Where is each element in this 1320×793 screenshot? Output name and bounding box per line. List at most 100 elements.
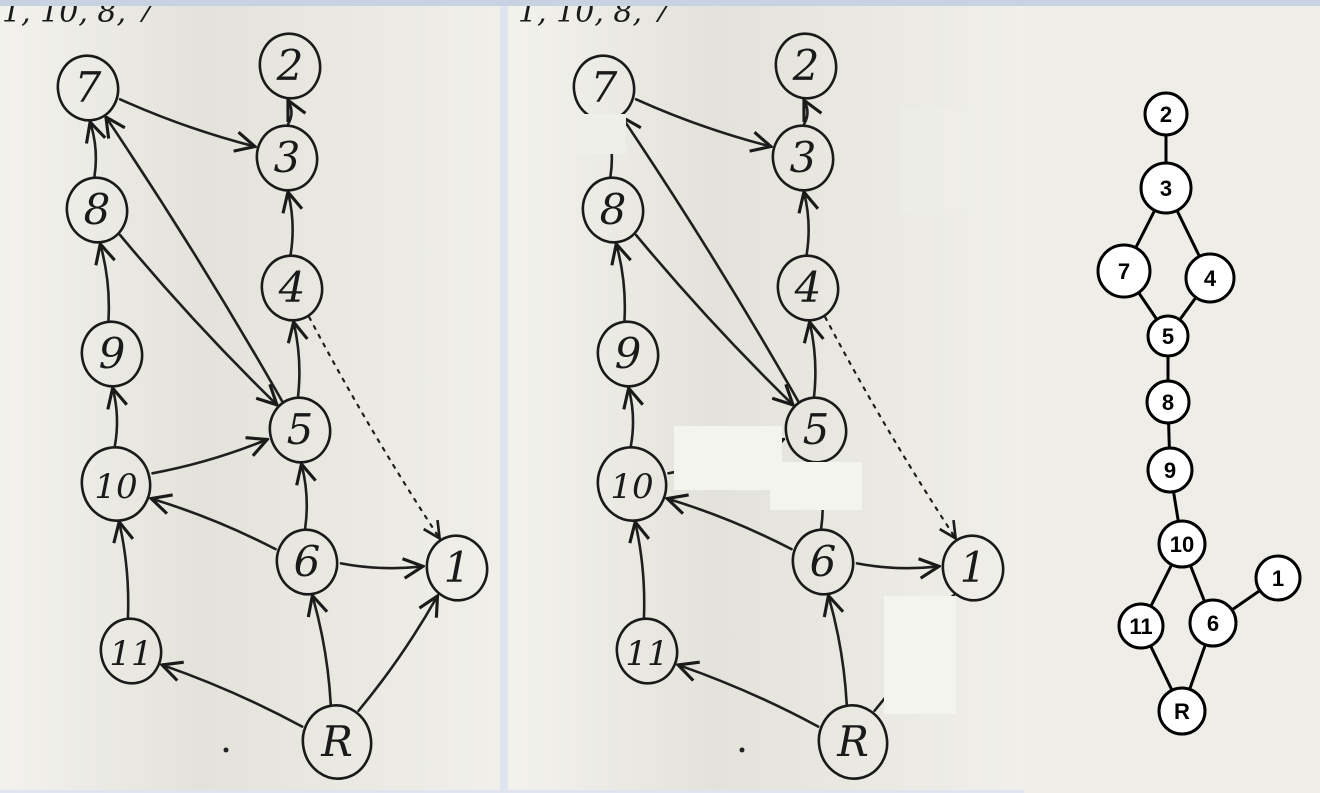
node-circle: [275, 528, 339, 596]
tree-node-label-1: 1: [1272, 566, 1284, 591]
node-label-3: 3: [790, 133, 817, 182]
occlusion-patch: [900, 108, 972, 214]
edge-6-to-1: [855, 563, 937, 568]
tree-node-circle: [1146, 314, 1190, 358]
tree-node-circle: [1157, 686, 1207, 736]
node-circle: [268, 396, 332, 464]
node-label-r: R: [836, 717, 869, 766]
node-label-4: 4: [794, 263, 822, 312]
graph-node-7: 7: [572, 54, 636, 122]
edge-10-to-5: [151, 440, 265, 475]
tree-node-label-9: 9: [1164, 458, 1176, 483]
node-circle: [596, 446, 668, 522]
node-label-3: 3: [274, 133, 301, 182]
node-label-6: 6: [810, 537, 837, 586]
node-label-7: 7: [75, 63, 102, 112]
edge-r-to-11: [164, 666, 304, 728]
graph-node-3: 3: [771, 124, 835, 192]
tree-node-label-2: 2: [1160, 102, 1172, 127]
node-label-10: 10: [94, 467, 137, 507]
edge-4-to-3: [288, 194, 292, 256]
edge-11-to-10: [120, 524, 129, 619]
node-circle: [258, 32, 322, 100]
node-circle: [581, 176, 645, 244]
edge-7-to-3: [118, 97, 253, 146]
graph-node-7: 7: [56, 54, 120, 122]
edge-5-to-7: [623, 119, 800, 403]
node-circle: [771, 124, 835, 192]
graph-node-6: 6: [791, 528, 855, 596]
node-circle: [80, 446, 152, 522]
node-circle: [99, 617, 163, 685]
graph-node-4: 4: [776, 254, 840, 322]
graph-node-1: 1: [941, 534, 1005, 602]
node-label-11: 11: [625, 634, 668, 674]
edge-8-to-5: [118, 233, 276, 404]
edge-8-to-7: [91, 124, 96, 178]
pencil-dot: [223, 747, 229, 753]
node-label-r: R: [320, 717, 353, 766]
edge-3-to-2: [288, 102, 291, 126]
tree-node-label-3: 3: [1160, 176, 1172, 201]
node-label-5: 5: [803, 405, 830, 454]
edge-5-to-4: [810, 324, 815, 398]
node-label-9: 9: [99, 329, 126, 378]
occlusion-patch: [884, 596, 956, 714]
edge-5-to-4: [294, 324, 299, 398]
edge-8-to-5: [634, 233, 792, 404]
occlusion-patch: [674, 426, 782, 490]
graph-node-11: 11: [615, 617, 679, 685]
tree-node-circle: [1096, 243, 1152, 299]
node-label-5: 5: [287, 405, 314, 454]
node-circle: [774, 32, 838, 100]
node-label-2: 2: [276, 41, 304, 90]
header-fragment: 1, 10, 8, 7: [518, 6, 672, 30]
dotted-edge-4-to-1: [824, 316, 954, 537]
node-label-6: 6: [294, 537, 321, 586]
node-label-7: 7: [591, 63, 618, 112]
edge-10-to-9: [629, 390, 633, 448]
edge-6-to-10: [669, 499, 793, 551]
occlusion-patch: [770, 462, 862, 510]
edge-3-to-2: [804, 102, 807, 126]
tree-node-label-4: 4: [1204, 266, 1217, 291]
graph-node-5: 5: [268, 396, 332, 464]
node-label-1: 1: [960, 543, 987, 592]
node-label-9: 9: [615, 329, 642, 378]
node-circle: [255, 124, 319, 192]
tree-node-circle: [1117, 602, 1165, 650]
graph-node-r: R: [817, 704, 889, 780]
node-circle: [65, 176, 129, 244]
node-label-1: 1: [444, 543, 471, 592]
tree-node-label-6: 6: [1207, 611, 1219, 636]
node-label-4: 4: [278, 263, 306, 312]
tree-node-8: 8: [1145, 379, 1191, 425]
node-label-8: 8: [600, 185, 627, 234]
tree-node-circle: [1188, 598, 1238, 648]
node-circle: [791, 528, 855, 596]
tree-node-4: 4: [1184, 252, 1236, 304]
edge-5-to-7: [107, 119, 284, 403]
graph-node-9: 9: [80, 320, 144, 388]
node-label-2: 2: [792, 41, 820, 90]
dotted-edge-4-to-1: [308, 316, 438, 537]
node-circle: [301, 704, 373, 780]
node-circle: [425, 534, 489, 602]
node-circle: [56, 54, 120, 122]
edge-r-to-6: [829, 598, 849, 706]
graph-node-2: 2: [258, 32, 322, 100]
edge-9-to-8: [617, 246, 625, 322]
node-label-8: 8: [84, 185, 111, 234]
tree-node-circle: [1146, 446, 1194, 494]
graph-node-2: 2: [774, 32, 838, 100]
edge-7-to-3: [634, 97, 769, 146]
node-label-10: 10: [610, 467, 653, 507]
node-circle: [784, 396, 848, 464]
tree-node-7: 7: [1096, 243, 1152, 299]
graph-node-r: R: [301, 704, 373, 780]
